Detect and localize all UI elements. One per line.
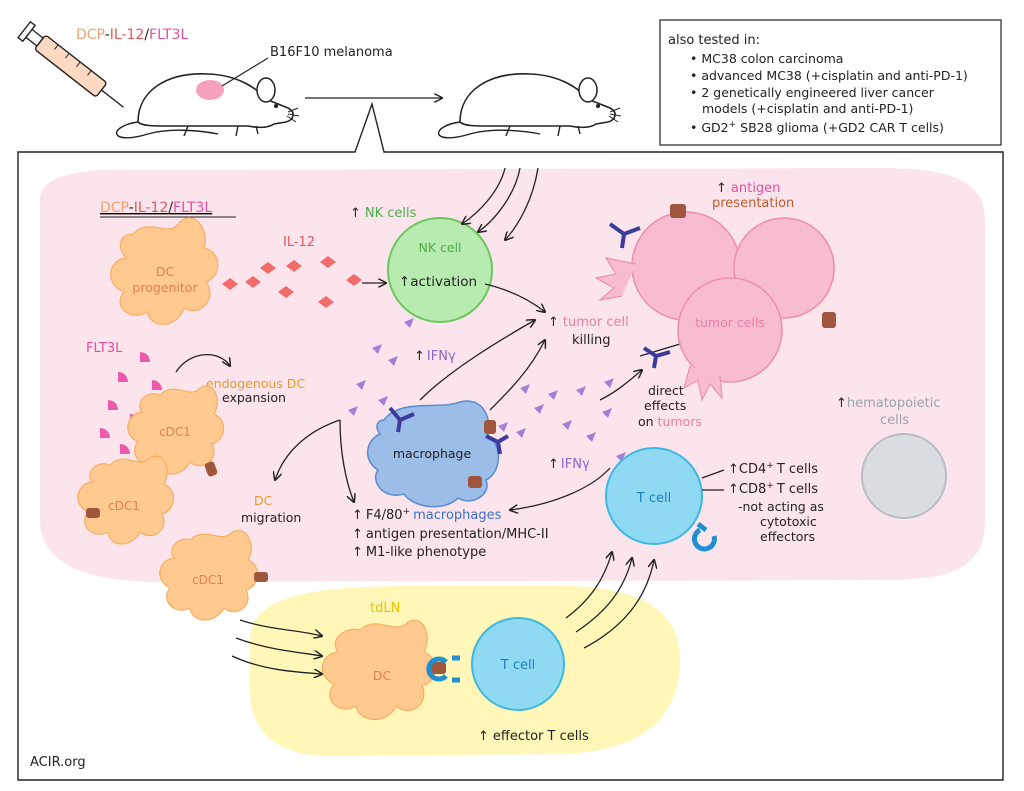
dc-ln-label: DC xyxy=(373,668,392,683)
direct-label-2: effects xyxy=(644,398,686,413)
cdc1-label: cDC1 xyxy=(108,499,140,513)
drug-label-inner: DCP-IL-12/FLT3L xyxy=(100,200,212,216)
m1-label: ↑M1-like phenotype xyxy=(352,545,486,560)
il12-label: IL-12 xyxy=(283,235,315,250)
t-cell-lymph-node xyxy=(471,617,565,711)
flt3l-label: FLT3L xyxy=(86,341,123,356)
also-tested-heading: also tested in: xyxy=(668,33,760,48)
cd8-label: ↑CD8+T cells xyxy=(728,481,818,497)
cdc1-cell xyxy=(159,530,259,621)
recruitment-arrow xyxy=(478,167,521,232)
hematopoietic-label-1: ↑hematopoietic xyxy=(836,396,941,411)
mhc-receptor-icon xyxy=(86,508,100,518)
drug-label-top: DCP-IL-12/FLT3L xyxy=(76,27,188,43)
also-tested-list: • MC38 colon carcinoma • advanced MC38 (… xyxy=(690,51,968,135)
ifng-label-t: ↑IFNγ xyxy=(548,457,590,472)
mhc-receptor-icon xyxy=(254,572,268,582)
endogenous-dc-label: endogenous DC xyxy=(206,376,305,391)
mhc-receptor-icon xyxy=(204,461,218,477)
macrophage-to-killing-arrow xyxy=(419,320,535,401)
mhc-receptor-icon xyxy=(430,662,446,674)
tumor-killing-label-1: ↑tumor cell xyxy=(548,315,629,330)
cdc1-cell xyxy=(127,385,225,475)
receptor-icon xyxy=(388,406,415,433)
tdln-label: tdLN xyxy=(370,601,400,616)
t-cell-ln-label: T cell xyxy=(500,658,535,673)
expansion-label: expansion xyxy=(222,390,286,405)
antigen-label-1: ↑antigen xyxy=(716,181,780,196)
tcr-receptor-icon xyxy=(691,522,717,552)
to-lymph-node-arrow xyxy=(235,637,322,656)
nk-to-killing-arrow xyxy=(484,283,545,312)
to-tumor-arrow xyxy=(599,370,642,401)
dc-progenitor-cell xyxy=(110,217,219,325)
direct-label-3: on tumors xyxy=(638,414,702,429)
cdc1-label: cDC1 xyxy=(192,573,224,587)
t-cell-tumor xyxy=(605,447,703,545)
cd4-label: ↑CD4+T cells xyxy=(728,461,818,477)
dc-migration-label-2: migration xyxy=(241,510,301,525)
recruitment-arrow xyxy=(505,167,539,240)
il12-diamonds xyxy=(222,256,362,308)
dc-progenitor-label-1: DC xyxy=(156,264,175,279)
ifng-triangles xyxy=(348,318,626,462)
flt3l-wedges xyxy=(100,352,162,454)
dc-migration-label-1: DC xyxy=(254,493,273,508)
cdc1-cell xyxy=(77,455,175,545)
tumor-killing-label-2: killing xyxy=(572,333,610,348)
not-acting-label-3: effectors xyxy=(760,529,815,544)
ag-mhc-label: ↑antigen presentation/MHC-II xyxy=(352,527,549,542)
dc-migration-arrow xyxy=(275,419,341,480)
mhc-receptor-icon xyxy=(468,476,482,488)
hematopoietic-label-2: cells xyxy=(880,413,909,428)
footer-source: ACIR.org xyxy=(30,755,86,770)
dc-progenitor-label-2: progenitor xyxy=(132,280,198,295)
list-item: • MC38 colon carcinoma xyxy=(690,51,843,66)
mhc-receptor-icon xyxy=(484,420,496,434)
effector-label: ↑effector T cells xyxy=(478,729,589,744)
not-acting-label-1: -not acting as xyxy=(738,499,824,514)
also-tested-box xyxy=(659,19,1002,146)
flt3l-expansion-arrow xyxy=(175,354,230,373)
tumor-model-label: B16F10 melanoma xyxy=(270,45,393,60)
hematopoietic-cell xyxy=(861,433,947,519)
t-cell-to-macrophage-arrow xyxy=(510,467,611,510)
cdc1-label: cDC1 xyxy=(159,425,191,439)
list-item: • GD2+ SB28 glioma (+GD2 CAR T cells) xyxy=(690,120,944,135)
t-cell-label: T cell xyxy=(636,491,671,506)
tumor-cells-cluster xyxy=(594,204,836,402)
direct-label-1: direct xyxy=(648,383,684,398)
nk-up-label: ↑NK cells xyxy=(350,206,417,221)
syringe-icon xyxy=(17,20,124,108)
mouse-with-tumor-icon xyxy=(116,73,300,139)
tumor-cells-label: tumor cells xyxy=(695,315,765,330)
tcr-receptor-icon xyxy=(426,655,460,683)
mouse-cured-icon xyxy=(438,73,622,139)
to-lymph-node-arrow xyxy=(239,619,322,636)
receptor-icon xyxy=(485,434,510,455)
t-cell-trafficking-arrow xyxy=(575,558,632,633)
cd4-connector xyxy=(701,469,725,479)
recruitment-arrow xyxy=(462,167,506,224)
list-item: • advanced MC38 (+cisplatin and anti-PD-… xyxy=(690,68,968,83)
nk-cell-label: NK cell xyxy=(418,240,461,255)
to-macrophage-phenotype-arrow xyxy=(339,419,354,502)
list-item: models (+cisplatin and anti-PD-1) xyxy=(702,101,913,116)
t-cell-trafficking-arrow xyxy=(565,552,612,619)
to-lymph-node-arrow xyxy=(231,655,322,674)
nk-activation-label: ↑activation xyxy=(399,274,477,290)
not-acting-label-2: cytotoxic xyxy=(760,514,817,529)
list-item: • 2 genetically engineered liver cancer xyxy=(690,85,935,100)
dc-lymph-node-cell xyxy=(321,619,436,720)
nk-cell xyxy=(387,217,493,323)
lymph-node-region xyxy=(250,585,680,756)
ifng-label-nk: ↑IFNγ xyxy=(414,349,456,364)
macrophage-label: macrophage xyxy=(393,446,472,461)
f480-label: ↑F4/80+macrophages xyxy=(352,507,502,523)
t-cell-trafficking-arrow xyxy=(583,560,654,649)
ifng-to-killing-arrow xyxy=(489,340,545,411)
antigen-label-2: presentation xyxy=(712,196,794,211)
